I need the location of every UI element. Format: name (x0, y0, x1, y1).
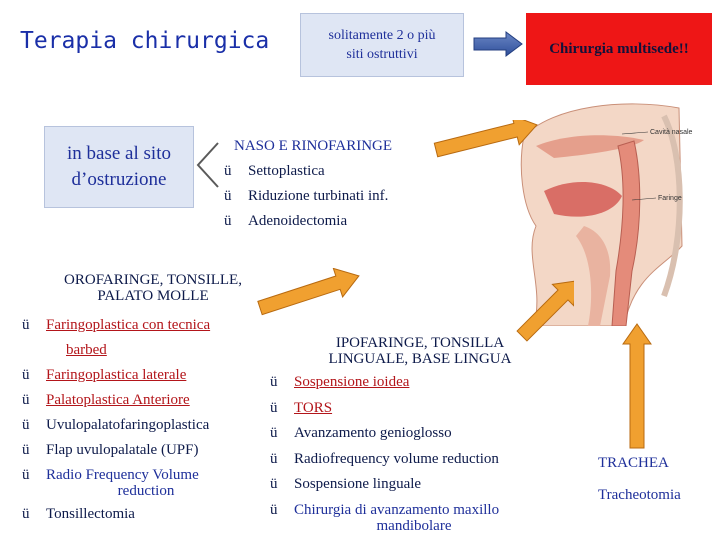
naso-heading: NASO E RINOFARINGE (234, 138, 393, 154)
airway-anatomy-image: Cavità nasale Faringe (520, 103, 693, 326)
check-icon: ü (224, 163, 232, 179)
page-title: Terapia chirurgica (20, 28, 270, 54)
check-icon: ü (270, 501, 278, 518)
site-box-line2: d’ostruzione (71, 169, 167, 190)
multisede-box: Chirurgia multisede!! (526, 13, 712, 85)
site-box: in base al sito d’ostruzione (44, 126, 194, 208)
check-icon: ü (270, 476, 278, 492)
ipo-heading: IPOFARINGE, TONSILLA LINGUALE, BASE LING… (328, 335, 512, 367)
check-icon: ü (270, 374, 278, 390)
bracket-arrow-icon (196, 142, 219, 188)
check-icon: ü (22, 392, 30, 408)
check-icon: ü (270, 399, 278, 416)
arrow-oro-icon (257, 268, 360, 316)
sites-box-line2: siti ostruttivi (346, 47, 418, 62)
oro-heading: OROFARINGE, TONSILLE, PALATO MOLLE (64, 272, 242, 304)
check-icon: ü (270, 425, 278, 441)
arrow-naso-icon (433, 120, 538, 158)
check-icon: ü (22, 367, 30, 383)
trachea-label: TRACHEA (598, 455, 669, 471)
tracheotomia-label: Tracheotomia (598, 487, 681, 503)
check-icon: ü (224, 188, 232, 204)
site-box-line1: in base al sito (67, 143, 171, 164)
arrow-trachea-icon (622, 323, 652, 449)
check-icon: ü (270, 450, 278, 467)
sites-box: solitamente 2 o più siti ostruttivi (300, 13, 464, 77)
check-icon: ü (22, 442, 30, 458)
check-icon: ü (224, 213, 232, 229)
label-faringe: Faringe (658, 195, 682, 202)
label-cavita: Cavità nasale (650, 129, 693, 136)
check-icon: ü (22, 506, 30, 522)
check-icon: ü (22, 317, 30, 333)
arrow-right-icon (473, 31, 523, 57)
check-icon: ü (22, 417, 30, 433)
sites-box-line1: solitamente 2 o più (328, 28, 436, 43)
check-icon: ü (22, 467, 30, 483)
arrow-ipo-icon (516, 280, 574, 342)
